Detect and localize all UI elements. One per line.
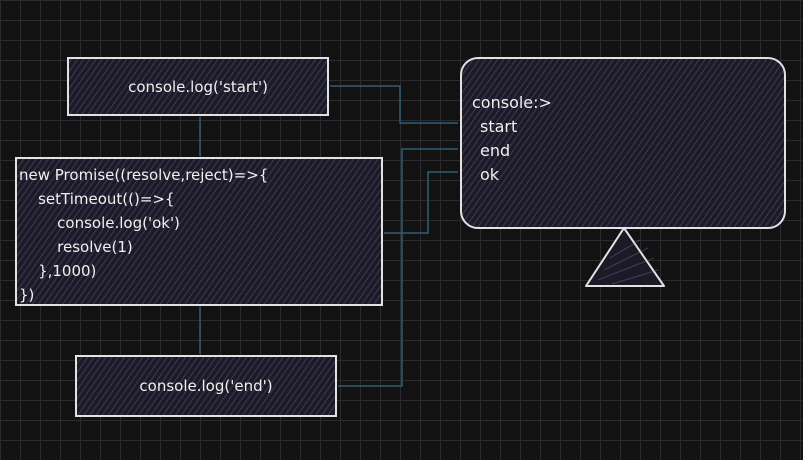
console-log-start-box: console.log('start') [67,57,329,116]
console-log-end-text: console.log('end') [139,377,273,395]
promise-code-line: console.log('ok') [19,214,180,232]
console-stand-triangle [585,227,665,287]
console-monitor-screen: console:> start end ok [460,57,786,229]
promise-code-line: resolve(1) [19,238,133,256]
console-stand [585,227,665,287]
connector-promise-to-console [384,171,458,234]
promise-code-line: },1000) [19,262,97,280]
console-header: console:> [472,93,552,112]
console-log-start-text: console.log('start') [128,77,268,96]
console-log-end-box: console.log('end') [75,355,337,417]
console-output-line: ok [480,165,500,184]
console-output-line: end [480,141,511,160]
connector-end-to-console [338,148,458,387]
promise-code-line: new Promise((resolve,reject)=>{ [19,166,269,184]
promise-code-line: }) [19,286,35,304]
promise-code-box: new Promise((resolve,reject)=>{ setTimeo… [15,157,383,306]
promise-code-line: setTimeout(()=>{ [19,190,175,208]
connector-start-to-console [330,85,458,124]
console-output-line: start [480,117,518,136]
